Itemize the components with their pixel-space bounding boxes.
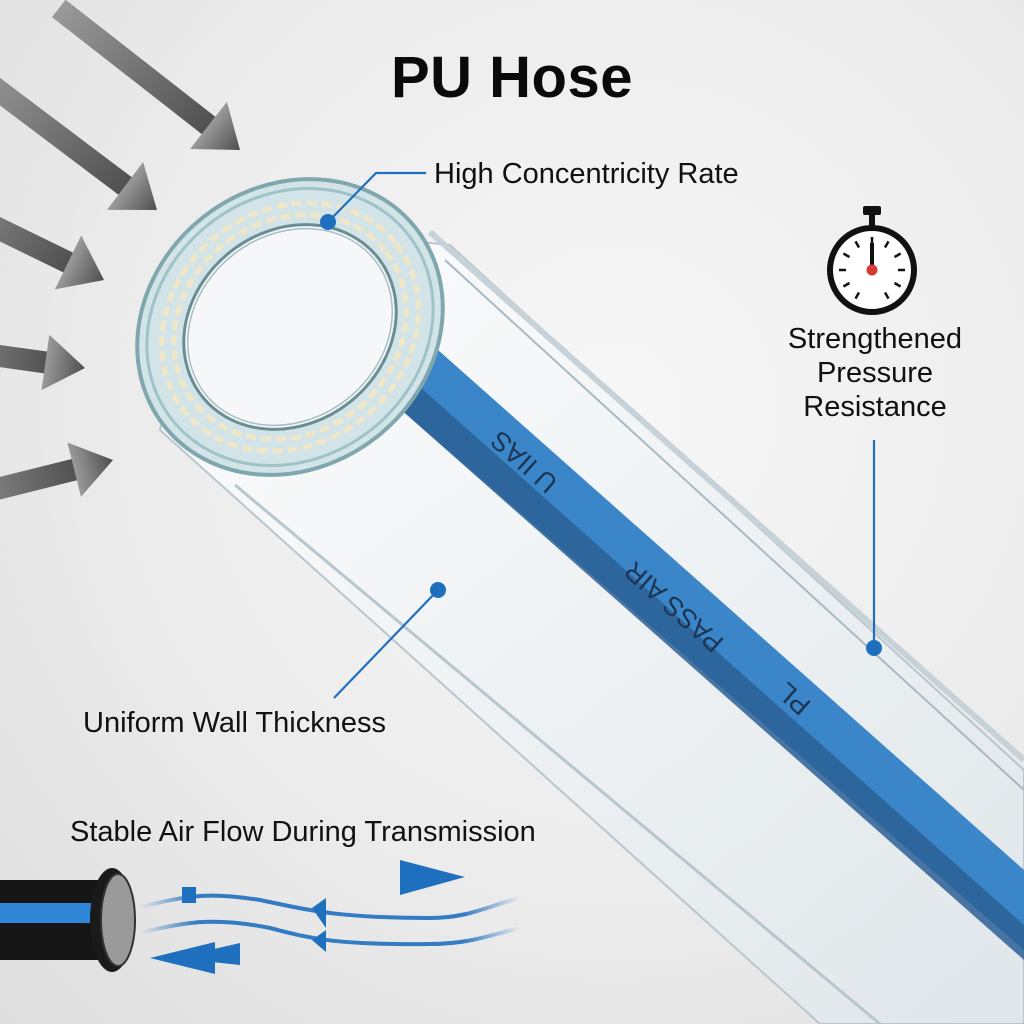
- callout-pressure-line-2: Pressure: [816, 357, 934, 389]
- callout-stable-airflow: Stable Air Flow During Transmission: [70, 816, 536, 848]
- callout-pressure-resistance: Strengthened Pressure Resistance: [760, 322, 990, 424]
- callout-pressure-line-1: Strengthened: [787, 323, 963, 355]
- callout-pressure-line-3: Resistance: [803, 391, 947, 423]
- page-title: PU Hose: [390, 45, 633, 110]
- callout-dots: [320, 214, 882, 656]
- callout-uniform-wall: Uniform Wall Thickness: [83, 707, 386, 739]
- hose-cross-section: [135, 177, 445, 477]
- callout-high-concentricity: High Concentricity Rate: [434, 158, 739, 190]
- small-hose-icon: [0, 868, 136, 972]
- stopwatch-icon: [827, 206, 917, 315]
- pressure-arrows-icon: [0, 0, 240, 515]
- airflow-arrowheads: [150, 860, 465, 974]
- callout-leaders: [329, 171, 876, 699]
